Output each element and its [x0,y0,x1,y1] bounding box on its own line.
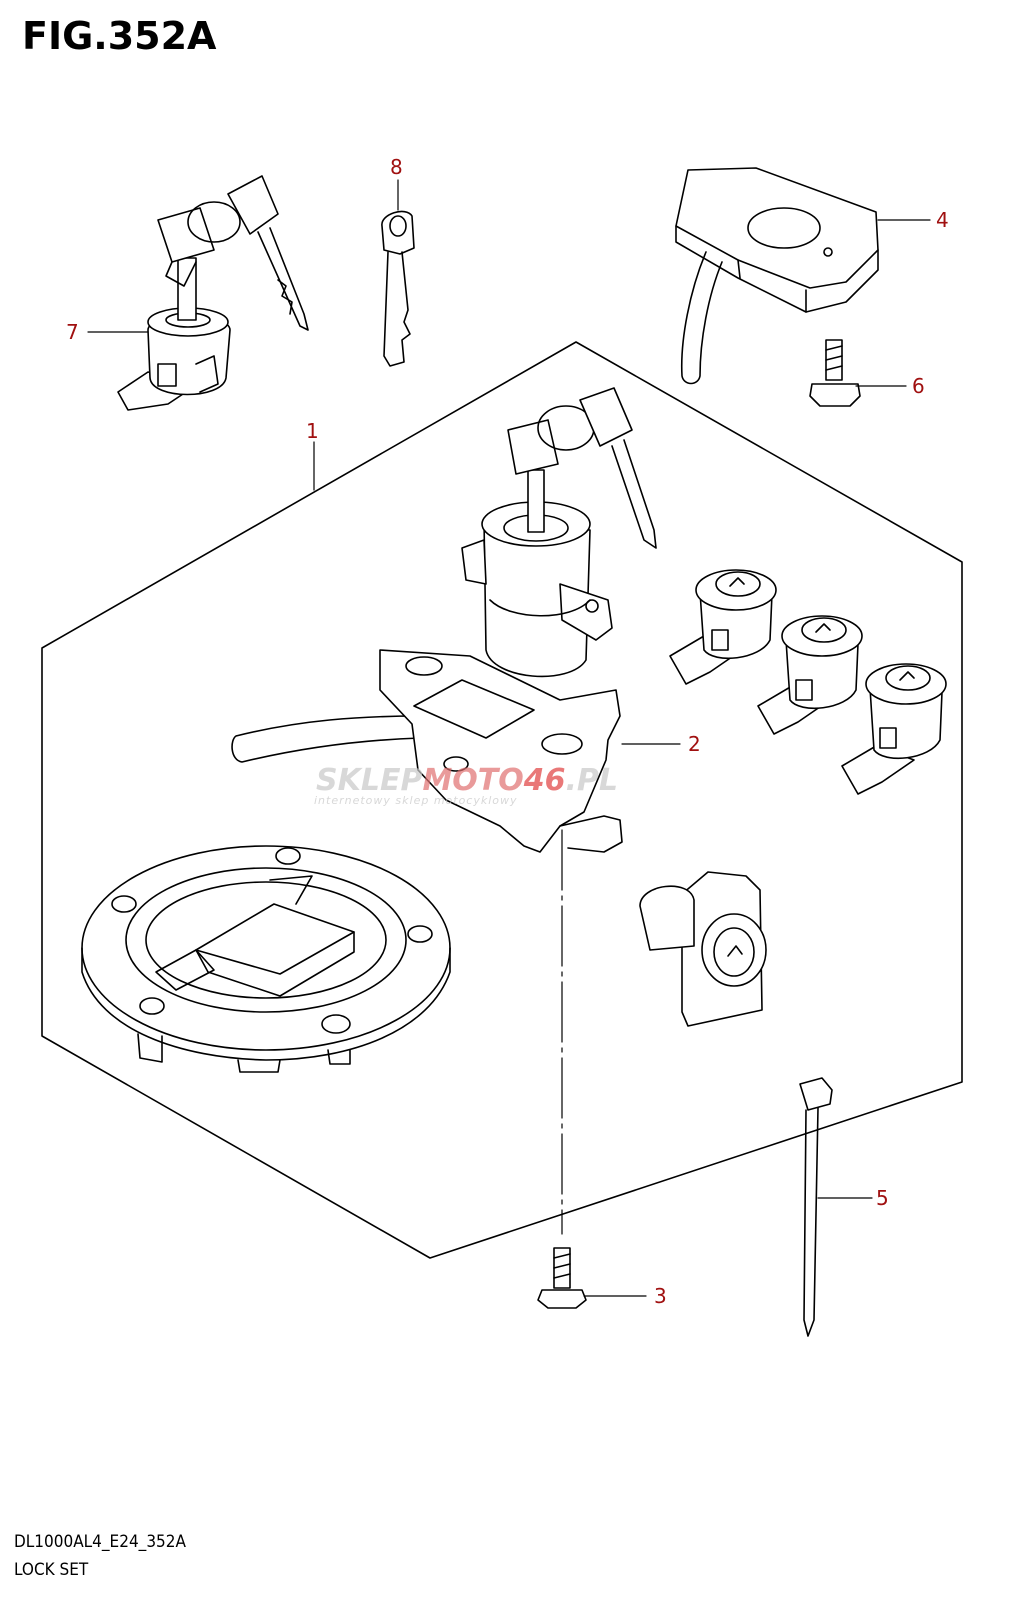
callout-1: 1 [306,419,319,443]
watermark-tagline: internetowy sklep motocyklowy [314,794,518,807]
callout-3: 3 [654,1284,667,1308]
callout-4: 4 [936,208,949,232]
svg-text:SKLEPMOTO46.PL: SKLEPMOTO46.PL [316,763,618,798]
key-8-drawing [381,210,415,367]
watermark-brand-2: MOTO [422,763,523,798]
lock-7-drawing [117,175,309,411]
seat-lock-drawing [639,871,767,1027]
set-boundary [41,341,963,1259]
cover-4-drawing [675,167,879,385]
callout-2: 2 [688,732,701,756]
watermark: SKLEPMOTO46.PL internetowy sklep motocyk… [314,763,618,807]
watermark-brand-4: .PL [566,763,619,798]
section-name: LOCK SET [14,1560,89,1580]
lock-small-a-drawing [669,569,777,685]
figure-title: FIG.352A [22,14,217,58]
fuel-cap-drawing [81,845,451,1073]
lock-small-b-drawing [757,615,863,735]
bolt-6-drawing [809,339,861,407]
ignition-switch-2-drawing [231,387,657,853]
callout-6: 6 [912,374,925,398]
model-code: DL1000AL4_E24_352A [14,1532,186,1552]
cable-tie-5-drawing [799,1077,833,1337]
leader-lines [87,179,931,1297]
lock-small-c-drawing [841,663,947,795]
callout-5: 5 [876,1186,889,1210]
watermark-brand-1: SKLEP [316,763,422,798]
screw-3-drawing [537,1247,587,1309]
watermark-brand-3: 46 [523,763,566,798]
callout-7: 7 [66,320,79,344]
callout-8: 8 [390,155,403,179]
